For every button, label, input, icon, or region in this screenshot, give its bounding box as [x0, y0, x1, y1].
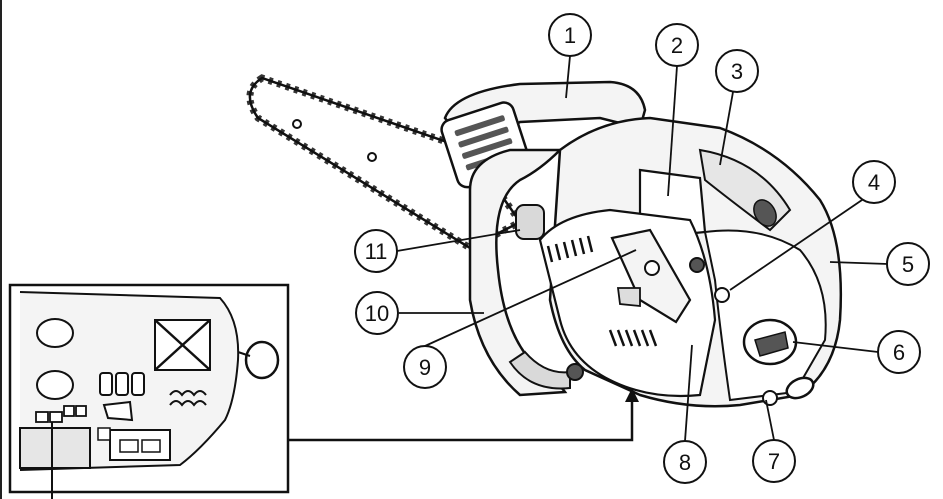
callout-label: 7 — [768, 449, 780, 474]
callout-label: 5 — [902, 252, 914, 277]
inset-arrow — [288, 388, 639, 442]
callout-4: 4 — [852, 160, 896, 204]
callout-label: 2 — [671, 33, 683, 58]
callout-7: 7 — [752, 439, 796, 483]
callout-5: 5 — [886, 242, 930, 286]
callout-9: 9 — [403, 345, 447, 389]
callout-1: 1 — [548, 13, 592, 57]
callout-label: 9 — [419, 355, 431, 380]
inset-detail — [8, 283, 290, 499]
callout-6: 6 — [877, 330, 921, 374]
front-guard — [468, 148, 571, 397]
leader-lines — [396, 55, 889, 442]
callout-11: 11 — [354, 229, 398, 273]
guide-bar — [246, 74, 526, 253]
callouts: 1 2 3 4 5 6 7 8 — [354, 13, 930, 484]
callout-2: 2 — [655, 23, 699, 67]
callout-10: 10 — [355, 291, 399, 335]
callout-label: 6 — [893, 340, 905, 365]
callout-label: 4 — [868, 170, 880, 195]
callout-label: 8 — [679, 450, 691, 475]
engine-body — [515, 116, 843, 408]
callout-label: 1 — [564, 23, 576, 48]
callout-label: 3 — [731, 59, 743, 84]
callout-8: 8 — [663, 440, 707, 484]
callout-label: 10 — [365, 301, 389, 326]
callout-label: 11 — [365, 239, 388, 264]
callout-3: 3 — [715, 49, 759, 93]
